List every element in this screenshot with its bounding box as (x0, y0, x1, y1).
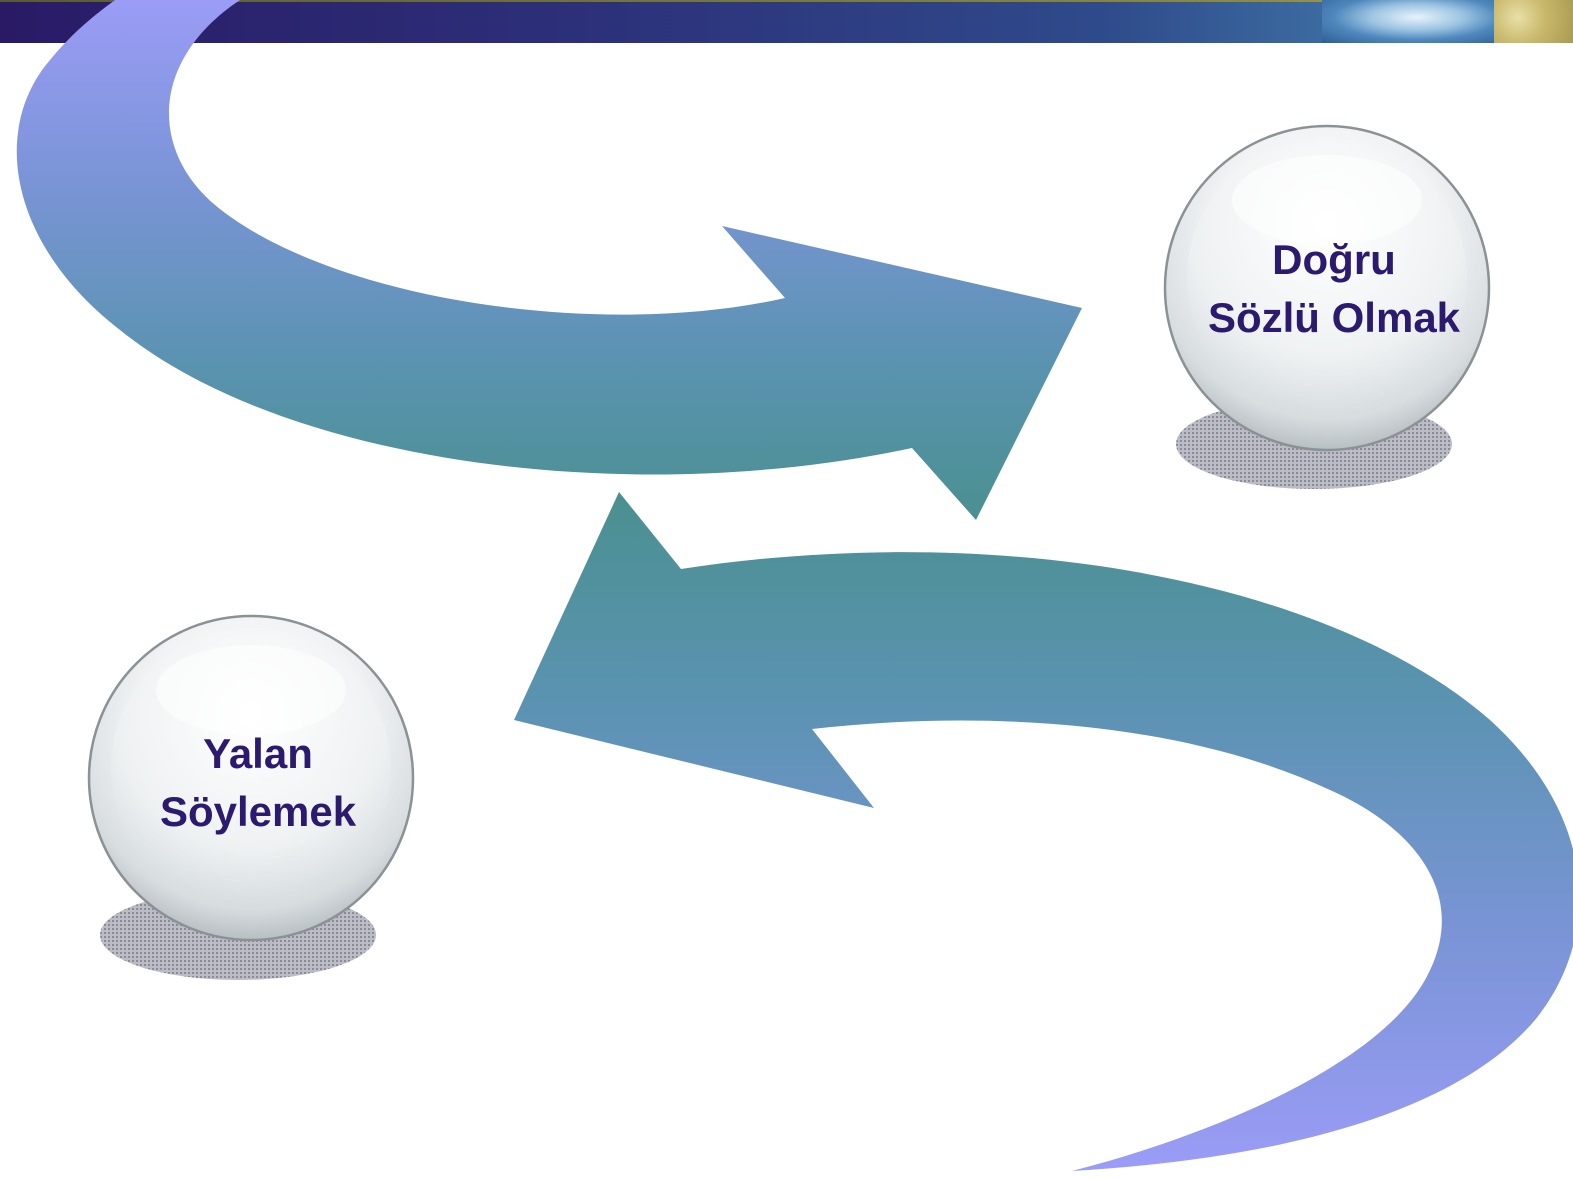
node-bottom-left: Yalan Söylemek (87, 614, 415, 942)
node-top-right-line2: Sözlü Olmak (1208, 294, 1461, 341)
node-top-right-line1: Doğru (1272, 236, 1396, 283)
header-band (0, 0, 1573, 43)
node-bottom-left-line2: Söylemek (160, 788, 357, 835)
node-top-right: Doğru Sözlü Olmak (1163, 124, 1491, 452)
header-photo-pills (1494, 0, 1573, 43)
arrow-top-curved (16, 0, 1082, 520)
node-bottom-left-line1: Yalan (203, 730, 313, 777)
header-photo-lens (1322, 0, 1494, 43)
arrow-bottom-curved (514, 492, 1573, 1171)
